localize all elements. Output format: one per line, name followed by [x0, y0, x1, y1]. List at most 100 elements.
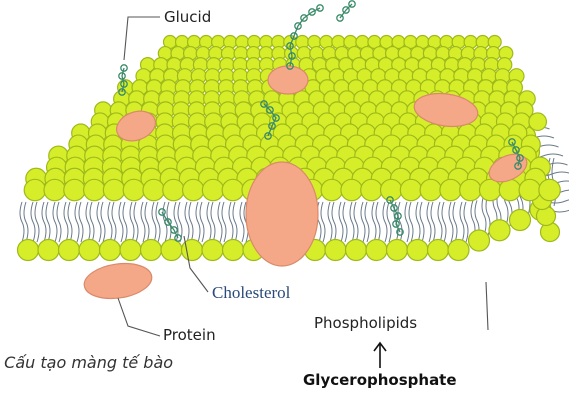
lipid-tail: [31, 202, 35, 242]
lipid-tail: [20, 202, 24, 242]
lipid-tail: [46, 202, 50, 242]
phospholipid-head: [59, 240, 80, 261]
lipid-tail: [321, 202, 325, 242]
lipid-tail: [482, 194, 486, 235]
phospholipid-head: [479, 179, 500, 200]
lipid-tail: [431, 202, 435, 242]
phospholipid-head: [341, 179, 362, 200]
phospholipid-head: [103, 179, 124, 200]
glucid-leader: [124, 17, 160, 60]
lipid-tail: [64, 202, 68, 242]
lipid-tail: [464, 202, 468, 242]
lipid-tail: [354, 202, 358, 242]
sugar-unit: [349, 1, 355, 7]
phospholipid-head: [222, 179, 243, 200]
lipid-tail: [453, 202, 457, 242]
phospholipid-head: [161, 240, 182, 261]
lipid-tail: [90, 202, 94, 242]
peripheral-protein: [82, 259, 154, 302]
lipid-tail: [134, 202, 138, 242]
phospholipid-head: [84, 179, 105, 200]
lipid-tail: [196, 202, 200, 242]
phospholipid-head: [38, 240, 59, 261]
lipid-tail: [189, 202, 193, 242]
phospholipids-leader: [486, 282, 488, 330]
figure-caption: . Cấu tạo màng tế bào: [0, 353, 173, 372]
phospholipid-head: [321, 179, 342, 200]
lipid-tail: [420, 202, 424, 242]
phospholipid-head: [202, 179, 223, 200]
lipid-tail: [409, 202, 413, 242]
lipid-tail: [376, 202, 380, 242]
lipid-tail: [222, 202, 226, 242]
peripheral-protein: [268, 66, 308, 94]
lipid-tail: [332, 202, 336, 242]
lipid-tail: [35, 202, 39, 242]
phospholipid-head: [489, 220, 510, 241]
lipid-tail: [119, 202, 123, 242]
lipid-tail: [442, 202, 446, 242]
lipid-tail: [156, 202, 160, 242]
phospholipid-head: [529, 113, 547, 131]
lipid-tail: [438, 202, 442, 242]
lipid-tail: [361, 202, 365, 242]
lipid-tail: [449, 202, 453, 242]
lipid-tail: [130, 202, 134, 242]
phospholipid-head: [460, 179, 481, 200]
lipid-tail: [53, 202, 57, 242]
integral-protein: [246, 162, 318, 266]
lipid-tail: [416, 202, 420, 242]
phospholipid-head: [539, 179, 560, 200]
lipid-tail: [141, 202, 145, 242]
lipid-tail: [328, 202, 332, 242]
phospholipids-label: Phospholipids: [314, 314, 417, 332]
phospholipid-head: [407, 240, 428, 261]
phospholipid-head: [440, 179, 461, 200]
phospholipid-head: [79, 240, 100, 261]
lipid-tail: [207, 202, 211, 242]
lipid-tail: [97, 202, 101, 242]
lipid-tail: [240, 202, 244, 242]
lipid-tail: [218, 202, 222, 242]
lipid-tail: [123, 202, 127, 242]
lipid-tail: [383, 202, 387, 242]
lipid-tail: [108, 202, 112, 242]
phospholipid-head: [182, 240, 203, 261]
lipid-tail: [460, 202, 464, 242]
phospholipid-head: [163, 179, 184, 200]
lipid-tail: [372, 202, 376, 242]
phospholipid-head: [469, 230, 490, 251]
protein-label: Protein: [163, 326, 216, 344]
phospholipid-head: [387, 240, 408, 261]
protein-leader: [118, 298, 160, 336]
lipid-tail: [145, 202, 149, 242]
lipid-tail: [42, 202, 46, 242]
phospholipid-head: [499, 179, 520, 200]
phospholipid-head: [202, 240, 223, 261]
phospholipid-head: [428, 240, 449, 261]
phospholipid-head: [366, 240, 387, 261]
phospholipid-head: [120, 240, 141, 261]
lipid-tail: [152, 202, 156, 242]
lipid-tail: [86, 202, 90, 242]
lipid-tail: [233, 202, 237, 242]
phospholipid-head: [64, 179, 85, 200]
lipid-tail: [68, 202, 72, 242]
cholesterol-label: Cholesterol: [212, 283, 290, 303]
lipid-tail: [350, 202, 354, 242]
sugar-unit: [317, 5, 323, 11]
glycerophosphate-label: Glycerophosphate: [303, 371, 457, 389]
lipid-tail: [343, 202, 347, 242]
phospholipid-head: [519, 179, 540, 200]
phospholipid-head: [510, 210, 531, 231]
lipid-tail: [24, 202, 28, 242]
arrow-up-icon: [374, 343, 386, 368]
lipid-tail: [112, 202, 116, 242]
lipid-tail: [75, 202, 79, 242]
lipid-tail: [185, 202, 189, 242]
phospholipid-head: [100, 240, 121, 261]
phospholipid-head: [24, 179, 45, 200]
phospholipid-head: [325, 240, 346, 261]
